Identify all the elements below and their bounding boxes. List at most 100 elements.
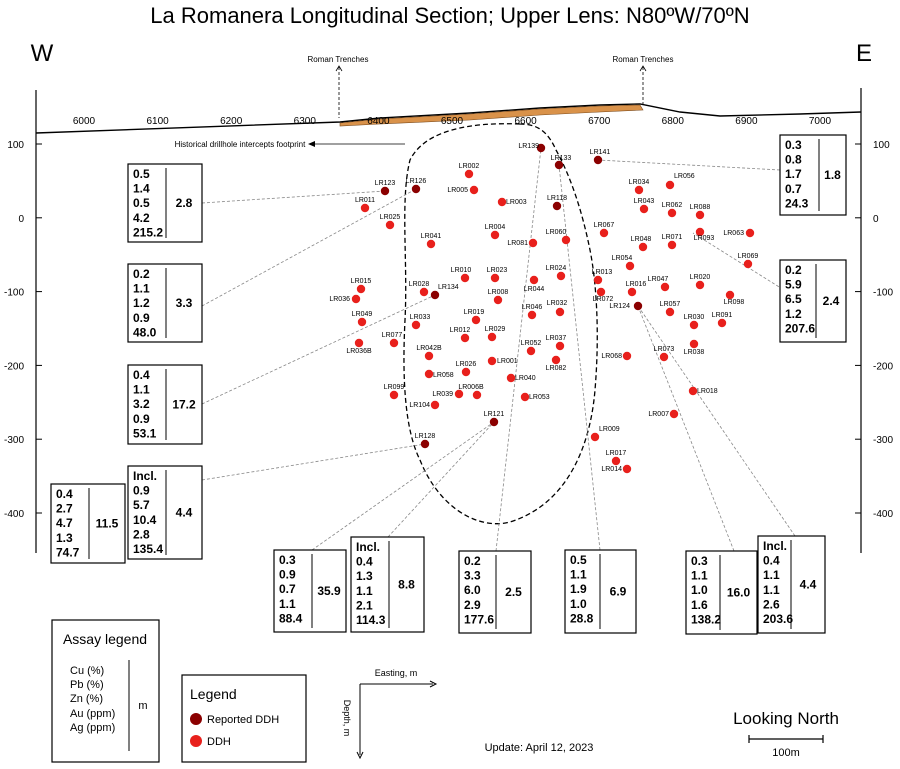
drillhole-lr118 [552, 201, 562, 211]
drillhole-label: LR104 [409, 402, 430, 409]
drillhole-label: LR093 [694, 235, 715, 242]
drillhole-label: LR036 [329, 296, 350, 303]
drillhole-label: LR091 [712, 312, 733, 319]
drillhole-lr034 [634, 185, 644, 195]
drillhole-lr048 [638, 242, 648, 252]
depth-tick-label-right: -200 [873, 361, 893, 372]
drillhole-lr038 [689, 339, 699, 349]
drillhole-lr062 [667, 208, 677, 218]
intercept-value: 4.7 [56, 516, 73, 530]
drillhole-label: LR088 [690, 204, 711, 211]
drillhole-lr126 [411, 184, 421, 194]
drillhole-label: LR134 [438, 284, 459, 291]
drillhole-lr123 [380, 186, 390, 196]
drillhole-lr018 [688, 386, 698, 396]
drillhole-label: LR048 [631, 236, 652, 243]
leader-line [201, 294, 436, 405]
drillhole-label: LR054 [612, 255, 633, 262]
intercept-value: 0.3 [691, 554, 708, 568]
intercept-metres: 6.9 [610, 585, 627, 599]
intercept-value: 5.9 [785, 278, 802, 292]
drillhole-label: LR029 [485, 326, 506, 333]
depth-tick-label-left: -100 [4, 288, 24, 299]
intercept-value: 0.3 [785, 138, 802, 152]
drillhole-lr069 [743, 259, 753, 269]
drillhole-lr041 [426, 239, 436, 249]
drillhole-label: LR123 [375, 180, 396, 187]
intercept-value: 0.4 [133, 368, 150, 382]
intercept-value: 0.2 [785, 263, 802, 277]
intercept-value: 1.6 [691, 598, 708, 612]
intercept-value: 1.4 [133, 182, 150, 196]
drillhole-label: LR073 [654, 346, 675, 353]
drillhole-label: LR062 [662, 202, 683, 209]
footprint-label: Historical drillhole intercepts footprin… [175, 140, 307, 149]
intercept-box: 0.30.81.70.724.31.8 [779, 134, 847, 216]
drillhole-lr039 [454, 389, 464, 399]
intercept-value: 1.3 [56, 531, 73, 545]
intercept-metres: 11.5 [96, 517, 119, 531]
drillhole-label: LR009 [599, 426, 620, 433]
drillhole-lr128 [420, 439, 430, 449]
leader-line [637, 305, 796, 537]
drillhole-label: LR099 [384, 384, 405, 391]
intercept-box-frame [779, 134, 847, 216]
intercept-metres: 2.4 [823, 294, 840, 308]
drillhole-label: LR001 [497, 358, 518, 365]
intercept-value: Incl. [356, 540, 380, 554]
intercept-value: 0.9 [133, 311, 150, 325]
intercept-value: 2.6 [763, 597, 780, 611]
easting-tick-label: 6500 [441, 116, 464, 127]
intercept-box-frame [779, 259, 847, 343]
intercept-value: 0.2 [464, 554, 481, 568]
intercept-value: 1.1 [763, 583, 780, 597]
drillhole-label: LR118 [547, 195, 567, 202]
roman-trenches-left-label: Roman Trenches [308, 55, 369, 64]
intercept-value: 1.1 [356, 584, 373, 598]
drillhole-lr029 [487, 332, 497, 342]
drillhole-label: LR010 [451, 267, 472, 274]
intercept-box: 0.51.11.91.028.86.9 [564, 549, 637, 634]
intercept-value: 0.7 [785, 182, 802, 196]
drillhole-lr067 [599, 228, 609, 238]
depth-tick-label-left: 0 [18, 214, 24, 225]
intercept-box: 0.21.11.20.948.03.3 [127, 263, 203, 343]
footprint-annotation: Historical drillhole intercepts footprin… [175, 140, 405, 149]
drillhole-lr121 [489, 417, 499, 427]
intercept-box-frame [685, 550, 758, 635]
leader-line [387, 421, 495, 538]
drillhole-label: LR023 [487, 267, 508, 274]
assay-legend-title: Assay legend [63, 631, 147, 647]
drillhole-lr133 [554, 160, 564, 170]
drillhole-label: LR053 [529, 394, 550, 401]
intercept-metres: 1.8 [824, 168, 841, 182]
intercept-value: 28.8 [570, 611, 594, 625]
intercept-value: 1.1 [279, 597, 296, 611]
drillhole-lr033 [411, 320, 421, 330]
drillhole-label: LR005 [447, 187, 468, 194]
intercept-metres: 17.2 [172, 398, 196, 412]
drillhole-lr024 [556, 271, 566, 281]
intercept-value: 2.7 [56, 502, 73, 516]
intercepts-footprint-outline [403, 123, 598, 525]
page-title: La Romanera Longitudinal Section; Upper … [150, 3, 749, 28]
intercept-metres: 3.3 [176, 296, 193, 310]
drillhole-lr049 [357, 317, 367, 327]
intercept-box-frame [127, 465, 203, 560]
drillhole-lr025 [385, 220, 395, 230]
drillhole-label: LR128 [415, 433, 436, 440]
intercept-box: 0.41.13.20.953.117.2 [127, 364, 203, 445]
drillhole-label: LR098 [724, 299, 745, 306]
drillhole-label: LR081 [507, 240, 528, 247]
drillhole-label: LR026 [456, 361, 477, 368]
drillhole-lr014 [622, 464, 632, 474]
drillhole-lr012 [460, 333, 470, 343]
intercept-value: 114.3 [356, 613, 386, 627]
intercept-value: 0.3 [279, 553, 296, 567]
easting-tick-label: 6400 [367, 116, 390, 127]
drillhole-lr004 [490, 230, 500, 240]
